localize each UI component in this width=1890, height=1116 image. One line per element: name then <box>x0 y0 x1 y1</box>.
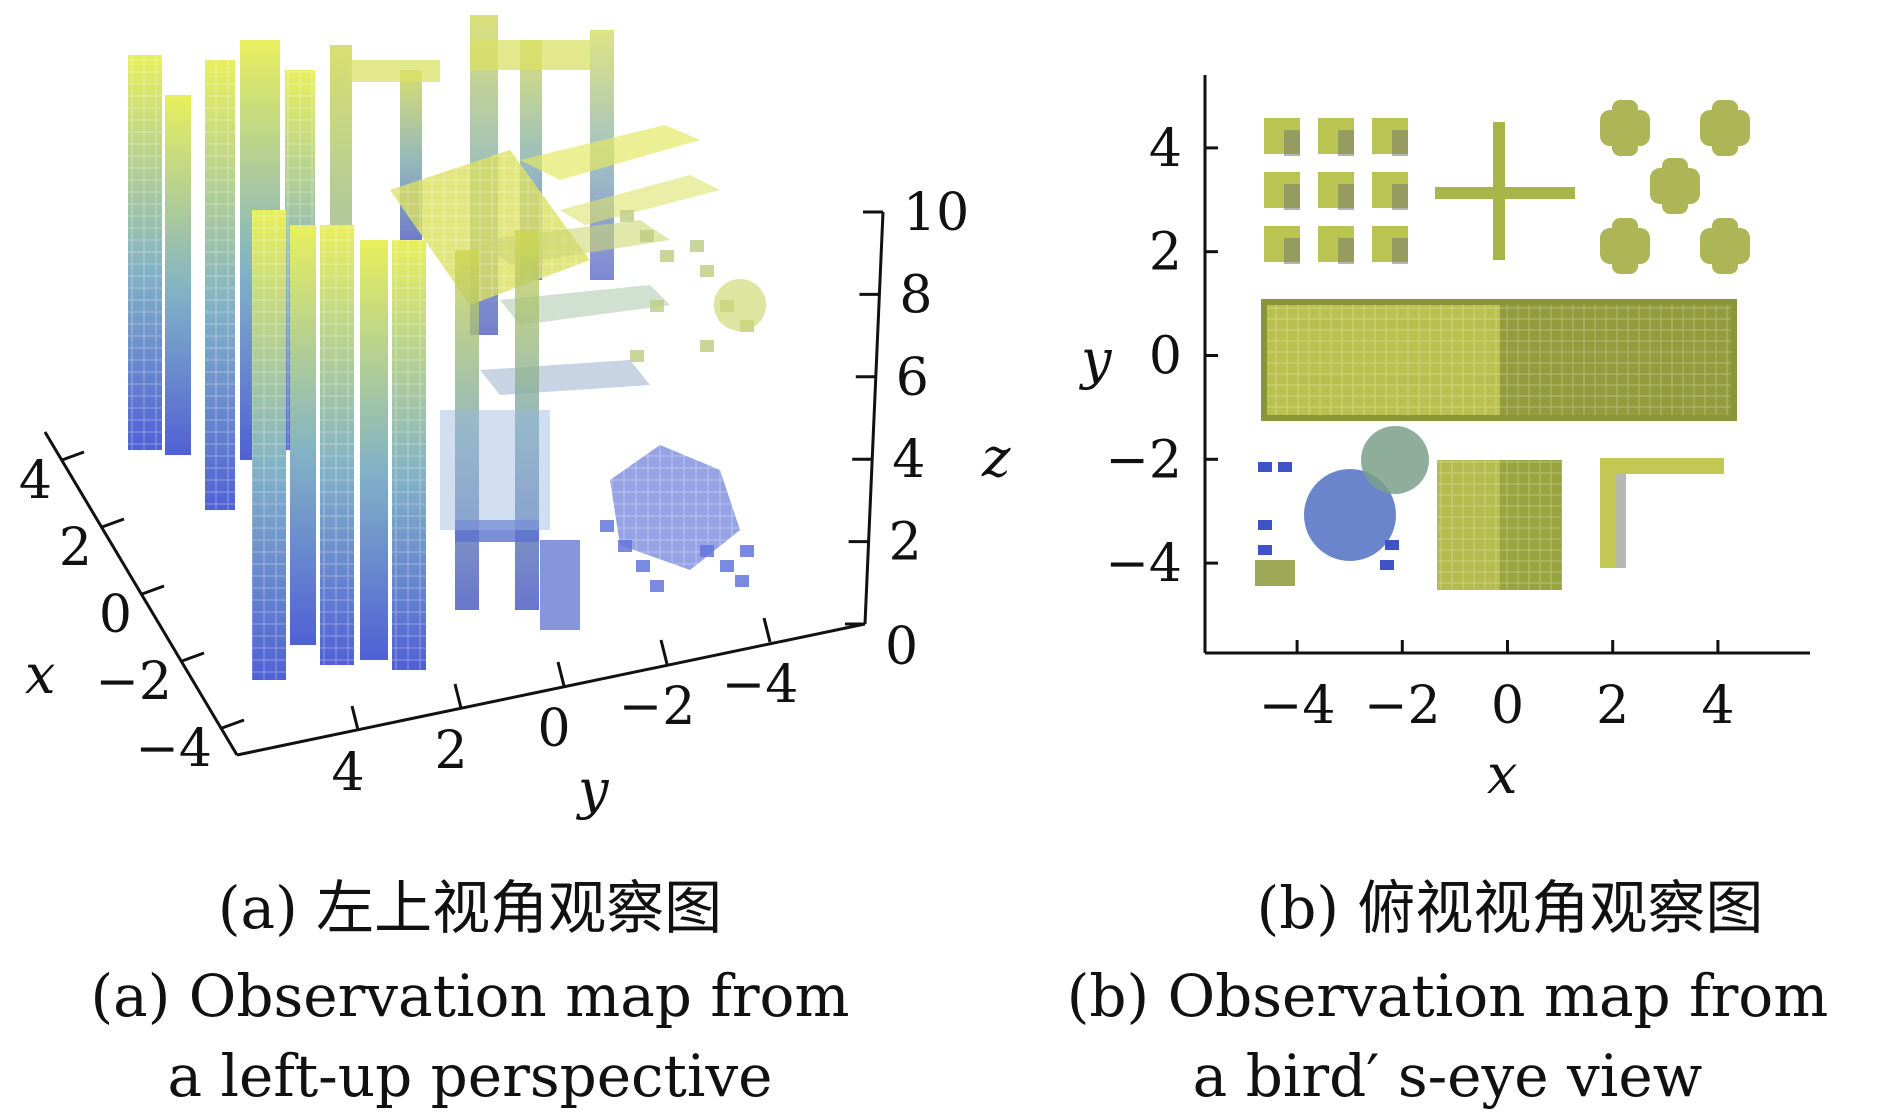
y-tick-label-b: 4 <box>1149 119 1182 179</box>
y-tick-label: −2 <box>619 677 696 737</box>
z-tick-label: 8 <box>899 265 932 325</box>
x-tick-label: −4 <box>135 719 212 779</box>
y-tick-mark <box>762 617 772 643</box>
y-tick-label-b: 2 <box>1149 223 1182 283</box>
y-axis-label-b: y <box>1079 328 1113 391</box>
y-tick-label: 0 <box>537 699 570 759</box>
caption-b-cn: (b) 俯视视角观察图 <box>1256 874 1764 942</box>
y-tick-mark <box>556 661 566 687</box>
y-tick-label: 2 <box>434 721 467 781</box>
y-tick-mark <box>659 639 669 665</box>
y-tick-label: 4 <box>331 743 364 803</box>
y-axis-label: y <box>576 758 610 821</box>
y-tick-mark <box>453 683 463 709</box>
caption-b-en-line1: (b) Observation map from <box>1066 962 1829 1030</box>
axes-3d <box>43 211 885 757</box>
x-axis-label: x <box>25 643 55 706</box>
y-axis-line <box>236 622 866 757</box>
x-tick-label-b: −4 <box>1259 676 1336 736</box>
voxel-scene-3d <box>128 15 766 680</box>
z-tick-label: 4 <box>892 430 925 490</box>
axes-2d-ticks: −4 −2 0 2 4 4 2 0 −2 −4 <box>1105 119 1734 736</box>
voxel-scene-top <box>1255 100 1750 590</box>
z-tick-label: 0 <box>885 617 918 677</box>
x-tick-mark <box>61 450 85 462</box>
caption-a-cn: (a) 左上视角观察图 <box>217 874 723 942</box>
z-axis-label: z <box>981 426 1011 489</box>
z-axis-line <box>863 211 885 625</box>
x-tick-mark <box>221 718 245 730</box>
z-tick-label: 2 <box>889 513 922 573</box>
caption-a-en-line2: a left-up perspective <box>167 1042 773 1110</box>
x-tick-label: 0 <box>99 585 132 645</box>
x-tick-mark <box>141 584 165 596</box>
y-tick-label-b: −4 <box>1105 534 1182 594</box>
y-tick-label-b: 0 <box>1149 327 1182 387</box>
x-axis-line <box>43 431 239 756</box>
x-tick-label-b: 0 <box>1491 676 1524 736</box>
x-tick-label-b: 4 <box>1701 676 1734 736</box>
x-tick-label: 2 <box>59 518 92 578</box>
x-axis-label-b: x <box>1487 743 1517 806</box>
x-tick-mark <box>181 651 205 663</box>
y-tick-mark <box>350 705 360 731</box>
x-tick-label-b: 2 <box>1596 676 1629 736</box>
caption-b-en-line2: a bird′ s-eye view <box>1192 1042 1703 1110</box>
z-tick-label: 6 <box>896 348 929 408</box>
panel-b-top-view: −4 −2 0 2 4 4 2 0 −2 −4 y x <box>1079 75 1810 806</box>
y-tick-label: −4 <box>722 655 799 715</box>
caption-a-en-line1: (a) Observation map from <box>90 962 850 1030</box>
x-tick-label: −2 <box>95 652 172 712</box>
x-tick-mark <box>101 517 125 529</box>
x-tick-label-b: −2 <box>1364 676 1441 736</box>
x-tick-label: 4 <box>19 451 52 511</box>
z-tick-label: 10 <box>903 183 969 243</box>
y-tick-label-b: −2 <box>1105 430 1182 490</box>
